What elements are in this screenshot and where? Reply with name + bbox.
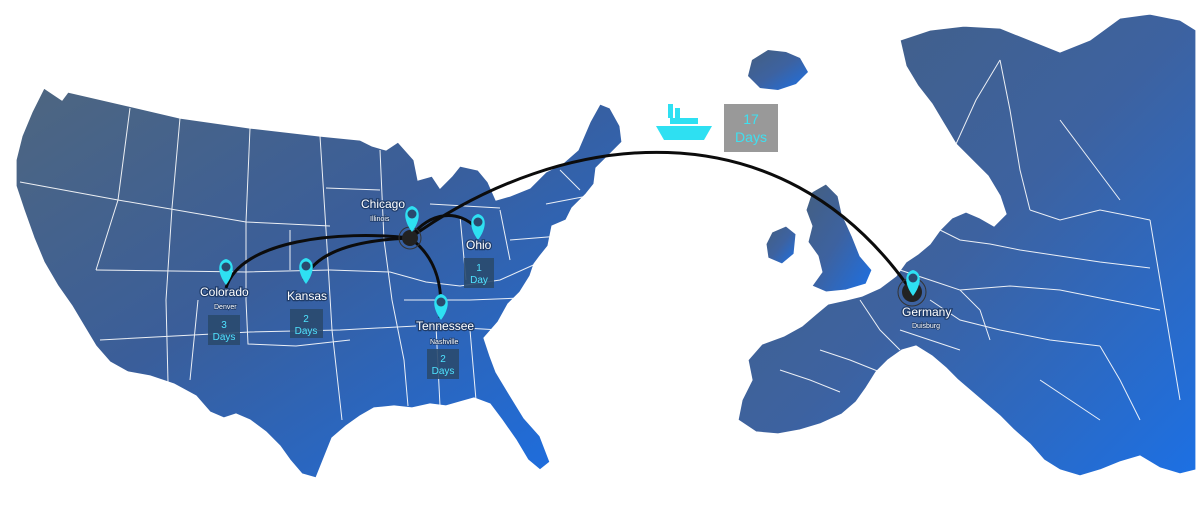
usa-map [15,87,623,479]
transit-kansas-unit: Days [295,326,318,337]
transit-ohio-value: 1 [476,263,482,274]
transit-ohio-unit: Day [470,275,488,286]
city-label-ohio: Ohio [466,238,492,252]
transit-badge-tennessee: 2 Days [427,349,459,379]
transit-badge-ship: 17 Days [724,104,778,152]
chicago-hub [398,226,422,250]
europe-landmass [737,13,1197,477]
europe-country-borders [779,59,1181,421]
city-label-colorado: Colorado [200,285,249,299]
cargo-ship-icon [656,104,712,140]
transit-badge-colorado: 3 Days [208,315,240,345]
city-sub-germany: Duisburg [912,323,940,330]
transit-ship-value: 17 [743,111,759,127]
transit-badge-ohio: 1 Day [464,258,494,288]
ireland-landmass [765,225,797,265]
route-chicago-colorado [224,234,411,289]
transit-kansas-value: 2 [303,314,309,325]
europe-map [737,13,1197,477]
transit-tennessee-value: 2 [440,354,446,365]
transit-tennessee-unit: Days [432,366,455,377]
britain-landmass [805,183,873,293]
city-label-tennessee: Tennessee [416,319,474,333]
transit-ship-unit: Days [735,129,767,145]
transit-colorado-value: 3 [221,320,227,331]
transit-badge-kansas: 2 Days [290,309,323,338]
city-label-germany: Germany [902,305,951,319]
city-sub-colorado: Denver [214,304,237,311]
city-label-kansas: Kansas [287,289,327,303]
usa-landmass [15,87,623,479]
city-sub-tennessee: Nashville [430,339,459,346]
route-chicago-germany [409,150,914,293]
transit-colorado-unit: Days [213,332,236,343]
iceland-landmass [748,50,808,90]
us-state-borders [19,107,599,421]
city-label-chicago: Chicago [361,197,405,211]
city-sub-chicago: Illinois [370,216,390,223]
